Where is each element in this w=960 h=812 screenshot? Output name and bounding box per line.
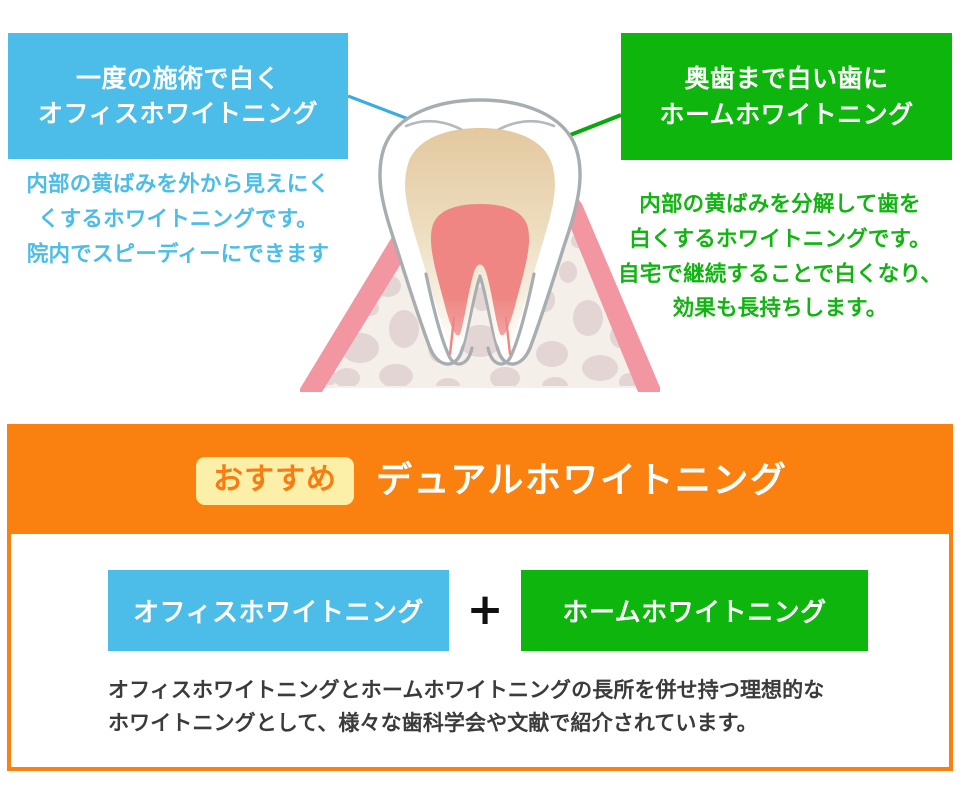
recommend-badge: おすすめ bbox=[196, 456, 354, 506]
home-desc-line3: 自宅で継続することで白くなり、 bbox=[618, 261, 942, 287]
office-desc-line3: 院内でスピーディーにできます bbox=[26, 241, 330, 267]
home-desc-line2: 白くするホワイトニングです。 bbox=[629, 226, 931, 252]
dual-whitening-header: おすすめ デュアルホワイトニング bbox=[11, 428, 949, 534]
dual-note-line1: オフィスホワイトニングとホームホワイトニングの長所を併せ持つ理想的な bbox=[108, 678, 825, 702]
dual-whitening-panel: おすすめ デュアルホワイトニング オフィスホワイトニング + ホームホワイトニン… bbox=[7, 424, 953, 771]
combo-office-whitening-chip: オフィスホワイトニング bbox=[108, 569, 449, 651]
plus-icon: + bbox=[466, 584, 504, 635]
whitening-comparison-section: 一度の施術で白く オフィスホワイトニング 内部の黄ばみを外から見えにく くするホ… bbox=[0, 33, 954, 392]
office-desc-line2: くするホワイトニングです。 bbox=[38, 206, 318, 232]
home-whitening-label-box: 奥歯まで白い歯に ホームホワイトニング bbox=[621, 33, 952, 160]
home-label-line1: 奥歯まで白い歯に bbox=[684, 64, 889, 93]
tooth-cross-section-illustration bbox=[300, 98, 660, 392]
office-label-line1: 一度の施術で白く bbox=[75, 63, 280, 93]
home-whitening-description: 内部の黄ばみを分解して歯を 白くするホワイトニングです。 自宅で継続することで白… bbox=[606, 188, 954, 327]
home-label-line2: ホームホワイトニング bbox=[659, 99, 914, 129]
office-whitening-label-box: 一度の施術で白く オフィスホワイトニング bbox=[8, 33, 348, 159]
combo-home-whitening-chip: ホームホワイトニング bbox=[521, 569, 868, 651]
office-desc-line1: 内部の黄ばみを外から見えにく bbox=[26, 172, 330, 197]
tooth-root-outline bbox=[424, 272, 536, 366]
dual-whitening-note: オフィスホワイトニングとホームホワイトニングの長所を併せ持つ理想的な ホワイトニ… bbox=[108, 674, 898, 740]
home-desc-line4: 効果も長持ちします。 bbox=[672, 296, 888, 322]
tooth-pulp bbox=[430, 204, 530, 356]
home-desc-line1: 内部の黄ばみを分解して歯を bbox=[639, 192, 921, 217]
dual-note-line2: ホワイトニングとして、様々な歯科学会や文献で紹介されています。 bbox=[108, 711, 758, 736]
dual-whitening-title: デュアルホワイトニング bbox=[376, 460, 788, 502]
gum-tissue bbox=[300, 186, 660, 392]
office-label-line2: オフィスホワイトニング bbox=[37, 99, 318, 128]
dual-combination-row: オフィスホワイトニング + ホームホワイトニング bbox=[108, 569, 868, 651]
office-whitening-description: 内部の黄ばみを外から見えにく くするホワイトニングです。 院内でスピーディーにで… bbox=[0, 168, 356, 272]
